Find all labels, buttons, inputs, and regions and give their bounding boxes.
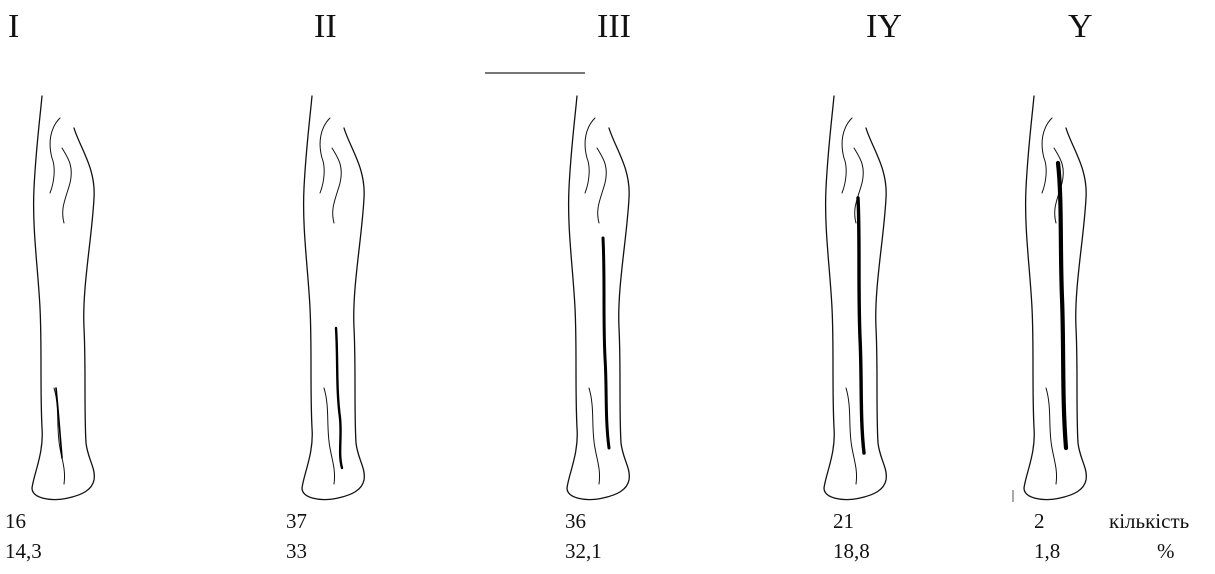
- varicose-vein-path: [56, 388, 62, 458]
- leg-illustration-5: [1012, 88, 1112, 508]
- count-legend-label: кількість: [1109, 511, 1189, 532]
- stage-count-2: 37: [286, 511, 307, 532]
- stage-count-4: 21: [833, 511, 854, 532]
- leg-contour-line: [589, 388, 600, 484]
- varicose-vein-path: [603, 238, 609, 448]
- leg-contour-line: [54, 388, 65, 484]
- leg-outline: [567, 96, 629, 500]
- stage-percent-4: 18,8: [833, 541, 870, 562]
- leg-illustration-2: [290, 88, 390, 508]
- stage-count-5: 2: [1034, 511, 1045, 532]
- leg-contour-line: [597, 148, 606, 223]
- stage-count-3: 36: [565, 511, 586, 532]
- leg-contour-line: [50, 118, 60, 193]
- stage-count-1: 16: [5, 511, 26, 532]
- leg-illustration-4: [812, 88, 912, 508]
- stage-label-2: II: [314, 10, 337, 44]
- decorative-line: [485, 72, 585, 74]
- varicose-vein-path: [1058, 163, 1066, 448]
- leg-contour-line: [846, 388, 857, 484]
- stage-label-1: I: [8, 10, 19, 44]
- stage-label-3: III: [597, 10, 631, 44]
- varicose-vein-path: [336, 328, 342, 468]
- stage-percent-5: 1,8: [1034, 541, 1060, 562]
- leg-contour-line: [1046, 388, 1057, 484]
- leg-contour-line: [332, 148, 341, 223]
- stage-percent-1: 14,3: [5, 541, 42, 562]
- leg-contour-line: [842, 118, 852, 193]
- stage-percent-2: 33: [286, 541, 307, 562]
- leg-contour-line: [320, 118, 330, 193]
- percent-legend-label: %: [1157, 541, 1175, 562]
- leg-contour-line: [62, 148, 71, 223]
- leg-contour-line: [1042, 118, 1052, 193]
- stage-label-5: Y: [1068, 10, 1093, 44]
- leg-outline: [824, 96, 886, 500]
- stage-label-4: IY: [866, 10, 902, 44]
- stage-percent-3: 32,1: [565, 541, 602, 562]
- varicose-vein-path: [858, 198, 864, 453]
- leg-illustration-3: [555, 88, 655, 508]
- leg-outline: [32, 96, 94, 500]
- leg-contour-line: [324, 388, 335, 484]
- leg-illustration-1: [20, 88, 120, 508]
- leg-outline: [302, 96, 364, 500]
- leg-contour-line: [585, 118, 595, 193]
- leg-outline: [1024, 96, 1086, 500]
